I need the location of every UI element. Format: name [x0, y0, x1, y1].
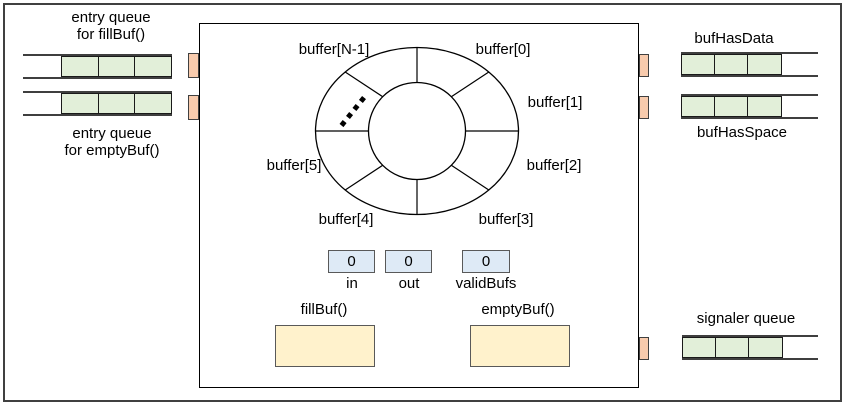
entry-queue-fillbuf-cells	[61, 56, 172, 77]
buffer-0-label: buffer[0]	[475, 41, 531, 58]
signaler-queue-cells	[682, 337, 783, 358]
buffer-3-label: buffer[3]	[478, 211, 534, 228]
emptybuf-method-label: emptyBuf()	[481, 301, 555, 318]
entry-queue-fillbuf-label-line1: entry queue	[71, 9, 151, 26]
entry-gate-fillbuf	[188, 53, 199, 78]
validbufs-counter-value: 0	[481, 253, 491, 270]
bufhasdata-label: bufHasData	[694, 30, 774, 47]
bufhasdata-queue	[681, 52, 818, 77]
exit-gate-signaler	[639, 337, 649, 360]
queue-cell	[682, 337, 717, 358]
diagram-outer-frame	[3, 3, 842, 402]
out-counter: 0	[385, 250, 432, 273]
bufhasspace-queue-cells	[681, 96, 782, 117]
buffer-n1-label: buffer[N-1]	[298, 41, 370, 58]
queue-cell	[714, 54, 749, 75]
entry-queue-emptybuf	[23, 91, 172, 116]
entry-gate-emptybuf	[188, 95, 199, 120]
queue-cell	[61, 93, 99, 114]
entry-queue-fillbuf-label-line2: for fillBuf()	[76, 26, 146, 43]
buffer-5-label: buffer[5]	[266, 157, 322, 174]
validbufs-counter: 0	[462, 250, 510, 273]
buffer-2-label: buffer[2]	[526, 157, 582, 174]
queue-cell	[134, 56, 172, 77]
queue-cell	[97, 56, 136, 77]
buffer-4-label: buffer[4]	[318, 211, 374, 228]
entry-queue-fillbuf	[23, 54, 172, 79]
validbufs-counter-label: validBufs	[455, 275, 517, 292]
entry-queue-fillbuf-label: entry queue for fillBuf()	[71, 9, 150, 43]
queue-cell	[747, 96, 782, 117]
fillbuf-method-box	[275, 325, 375, 367]
signaler-queue	[682, 335, 818, 360]
queue-cell	[681, 54, 716, 75]
in-counter: 0	[328, 250, 375, 273]
queue-cell	[97, 93, 136, 114]
in-counter-label: in	[346, 275, 358, 292]
queue-cell	[681, 96, 716, 117]
exit-gate-bufhasspace	[639, 96, 649, 119]
bufhasdata-queue-cells	[681, 54, 782, 75]
fillbuf-method-label: fillBuf()	[300, 301, 348, 318]
signaler-queue-label: signaler queue	[696, 310, 796, 327]
queue-cell	[747, 54, 782, 75]
in-counter-value: 0	[347, 253, 356, 270]
queue-cell	[714, 96, 749, 117]
entry-queue-emptybuf-label: entry queue for emptyBuf()	[64, 125, 159, 159]
entry-queue-emptybuf-cells	[61, 93, 172, 114]
entry-queue-emptybuf-label-line1: entry queue	[72, 125, 152, 142]
out-counter-value: 0	[404, 253, 413, 270]
entry-queue-emptybuf-label-line2: for emptyBuf()	[64, 142, 160, 159]
bufhasspace-queue	[681, 94, 818, 119]
queue-cell	[715, 337, 750, 358]
exit-gate-bufhasdata	[639, 54, 649, 77]
monitor-box	[199, 23, 639, 388]
out-counter-label: out	[398, 275, 420, 292]
buffer-1-label: buffer[1]	[527, 94, 583, 111]
bufhasspace-label: bufHasSpace	[696, 124, 788, 141]
queue-cell	[61, 56, 99, 77]
queue-cell	[134, 93, 172, 114]
emptybuf-method-box	[470, 325, 570, 367]
queue-cell	[748, 337, 783, 358]
